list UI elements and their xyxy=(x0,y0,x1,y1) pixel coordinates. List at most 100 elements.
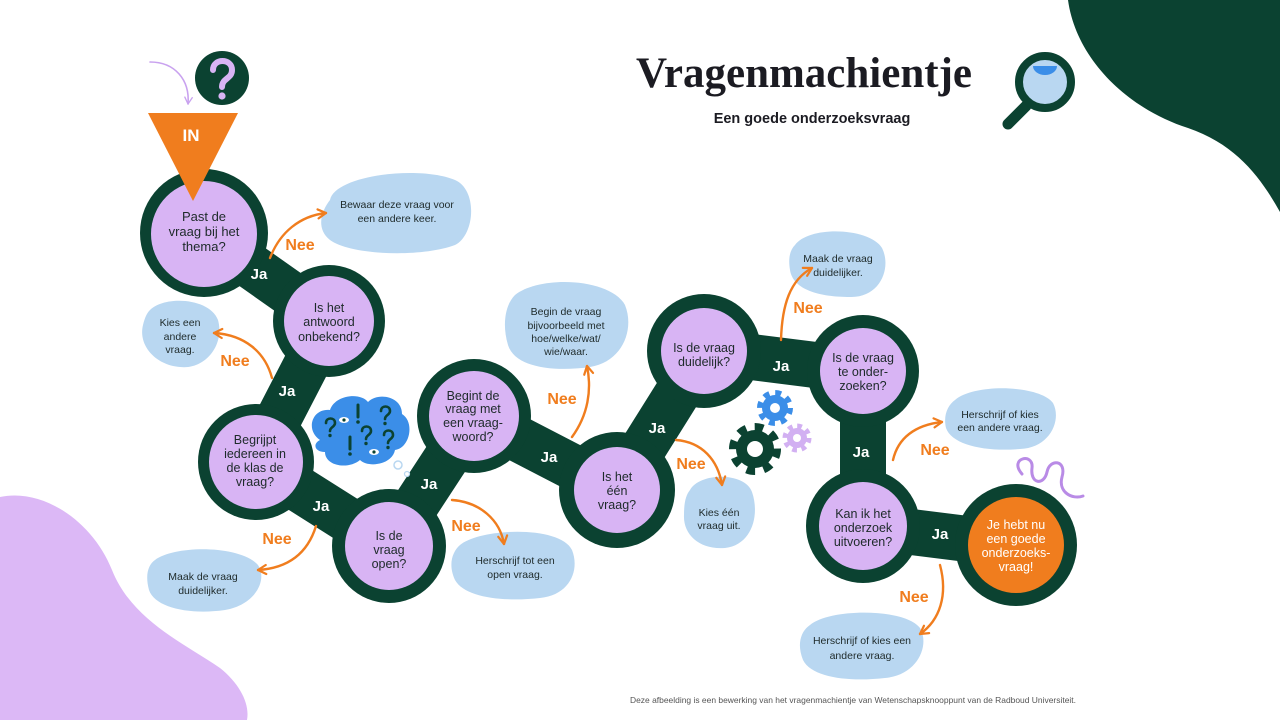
no-label: Nee xyxy=(262,531,291,548)
no-arrow xyxy=(891,417,944,462)
no-label: Nee xyxy=(920,442,949,459)
curved-arrow-icon xyxy=(149,61,193,105)
corner-blob-top-right xyxy=(1068,0,1280,212)
advice-blob-clarify-bottom: Maak de vraag duidelijker. xyxy=(147,549,262,612)
yes-label: Ja xyxy=(853,444,870,461)
question-text-line: Is de vraag xyxy=(673,341,735,355)
question-text-line: vraag bij het xyxy=(169,224,240,239)
yes-label: Ja xyxy=(279,383,296,400)
advice-text-line: vraag uit. xyxy=(697,520,740,532)
advice-text-line: duidelijker. xyxy=(178,585,228,597)
advice-blob-rewrite-right: Herschrijf of kies een andere vraag. xyxy=(945,388,1056,450)
question-circle-icon xyxy=(195,51,249,105)
question-text-line: Begint de xyxy=(447,389,500,403)
no-arrow xyxy=(268,208,328,260)
exclamation-glyph xyxy=(346,435,354,458)
yes-label: Ja xyxy=(649,420,666,437)
advice-text-line: Kies één xyxy=(699,507,740,519)
advice-text-line: Kies een xyxy=(160,317,201,329)
advice-text-line: open vraag. xyxy=(487,569,542,581)
attribution-footer: Deze afbeelding is een bewerking van het… xyxy=(630,695,1076,705)
question-text-line: vraag? xyxy=(236,475,274,489)
advice-text-line: andere vraag. xyxy=(830,650,895,662)
eye-glyph xyxy=(339,417,349,423)
question-text-line: antwoord xyxy=(303,315,354,329)
question-text-line: Is de xyxy=(375,529,402,543)
start-funnel: IN xyxy=(148,113,238,201)
advice-text-line: een andere keer. xyxy=(358,213,437,225)
gear-lavender-icon xyxy=(782,423,812,453)
gear-blue-icon xyxy=(757,390,793,426)
yes-label: Ja xyxy=(932,526,949,543)
question-node-clear: Is de vraag duidelijk? xyxy=(647,294,761,408)
advice-text-line: hoe/welke/wat/ xyxy=(531,333,601,345)
question-text-line: thema? xyxy=(182,239,225,254)
eye-glyph xyxy=(369,449,379,455)
question-text-line: vraag met xyxy=(445,402,501,416)
result-text-line: Je hebt nu xyxy=(987,518,1045,532)
advice-blob-choose-one: Kies één vraag uit. xyxy=(683,476,755,549)
advice-text-line: Maak de vraag xyxy=(168,571,238,583)
advice-text-line: Herschrijf tot een xyxy=(475,555,555,567)
no-arrow xyxy=(674,438,727,487)
page-subtitle: Een goede onderzoeksvraag xyxy=(714,111,911,127)
question-text-line: uitvoeren? xyxy=(834,535,892,549)
question-text-line: Kan ik het xyxy=(835,507,891,521)
advice-blob-open-question: Herschrijf tot een open vraag. xyxy=(451,531,575,600)
no-label: Nee xyxy=(899,589,928,606)
yes-label: Ja xyxy=(421,476,438,493)
question-node-understandable: Begrijpt iedereen in de klas de vraag? xyxy=(198,404,314,520)
result-text-line: vraag! xyxy=(999,560,1034,574)
question-text-line: iedereen in xyxy=(224,447,286,461)
question-node-unknown-answer: Is het antwoord onbekend? xyxy=(273,265,385,377)
no-label: Nee xyxy=(285,237,314,254)
thought-bubble-icon xyxy=(311,396,411,478)
advice-text-line: vraag. xyxy=(165,344,194,356)
start-label: IN xyxy=(183,126,200,145)
advice-blob-rewrite-bottom: Herschrijf of kies een andere vraag. xyxy=(799,612,924,680)
question-text-line: Is de vraag xyxy=(832,351,894,365)
advice-blob-choose-other: Kies een andere vraag. xyxy=(142,300,220,368)
question-text-line: onbekend? xyxy=(298,330,360,344)
advice-text-line: Maak de vraag xyxy=(803,253,873,265)
squiggle-icon xyxy=(1016,457,1085,499)
no-label: Nee xyxy=(220,353,249,370)
result-text-line: onderzoeks- xyxy=(982,546,1051,560)
question-text-line: een vraag- xyxy=(443,416,503,430)
question-text-line: de klas de xyxy=(227,461,284,475)
question-text-line: vraag xyxy=(373,543,404,557)
question-text-line: te onder- xyxy=(838,365,888,379)
question-node-researchable: Is de vraag te onder- zoeken? xyxy=(807,315,919,427)
question-text-line: vraag? xyxy=(598,498,636,512)
advice-text-line: Bewaar deze vraag voor xyxy=(340,199,454,211)
question-node-single-question: Is het één vraag? xyxy=(559,432,675,548)
no-arrow xyxy=(256,524,318,576)
advice-text-line: duidelijker. xyxy=(813,267,863,279)
magnifier-icon xyxy=(1002,52,1075,130)
question-text-line: Is het xyxy=(314,301,345,315)
question-text-line: Past de xyxy=(182,209,226,224)
result-text-line: een goede xyxy=(986,532,1045,546)
advice-blob-keep-question: Bewaar deze vraag voor een andere keer. xyxy=(321,172,472,254)
no-label: Nee xyxy=(547,391,576,408)
no-arrow xyxy=(212,327,274,380)
question-text-line: woord? xyxy=(452,430,494,444)
advice-text-line: wie/waar. xyxy=(543,346,588,358)
no-arrow xyxy=(918,563,945,636)
result-node: Je hebt nu een goede onderzoeks- vraag! xyxy=(955,484,1077,606)
question-text-line: één xyxy=(607,484,628,498)
advice-text-line: een andere vraag. xyxy=(957,422,1042,434)
question-node-feasible: Kan ik het onderzoek uitvoeren? xyxy=(806,469,920,583)
advice-blob-clarify-top: Maak de vraag duidelijker. xyxy=(789,231,886,298)
no-arrow xyxy=(450,498,509,546)
yes-label: Ja xyxy=(773,358,790,375)
question-text-line: onderzoek xyxy=(834,521,893,535)
question-text-line: Begrijpt xyxy=(234,433,277,447)
exclamation-glyph xyxy=(354,403,362,426)
no-arrow xyxy=(570,364,595,439)
question-text-line: duidelijk? xyxy=(678,355,730,369)
no-label: Nee xyxy=(676,456,705,473)
gear-dark-icon xyxy=(729,423,781,475)
yes-label: Ja xyxy=(313,498,330,515)
advice-text-line: andere xyxy=(164,331,197,343)
